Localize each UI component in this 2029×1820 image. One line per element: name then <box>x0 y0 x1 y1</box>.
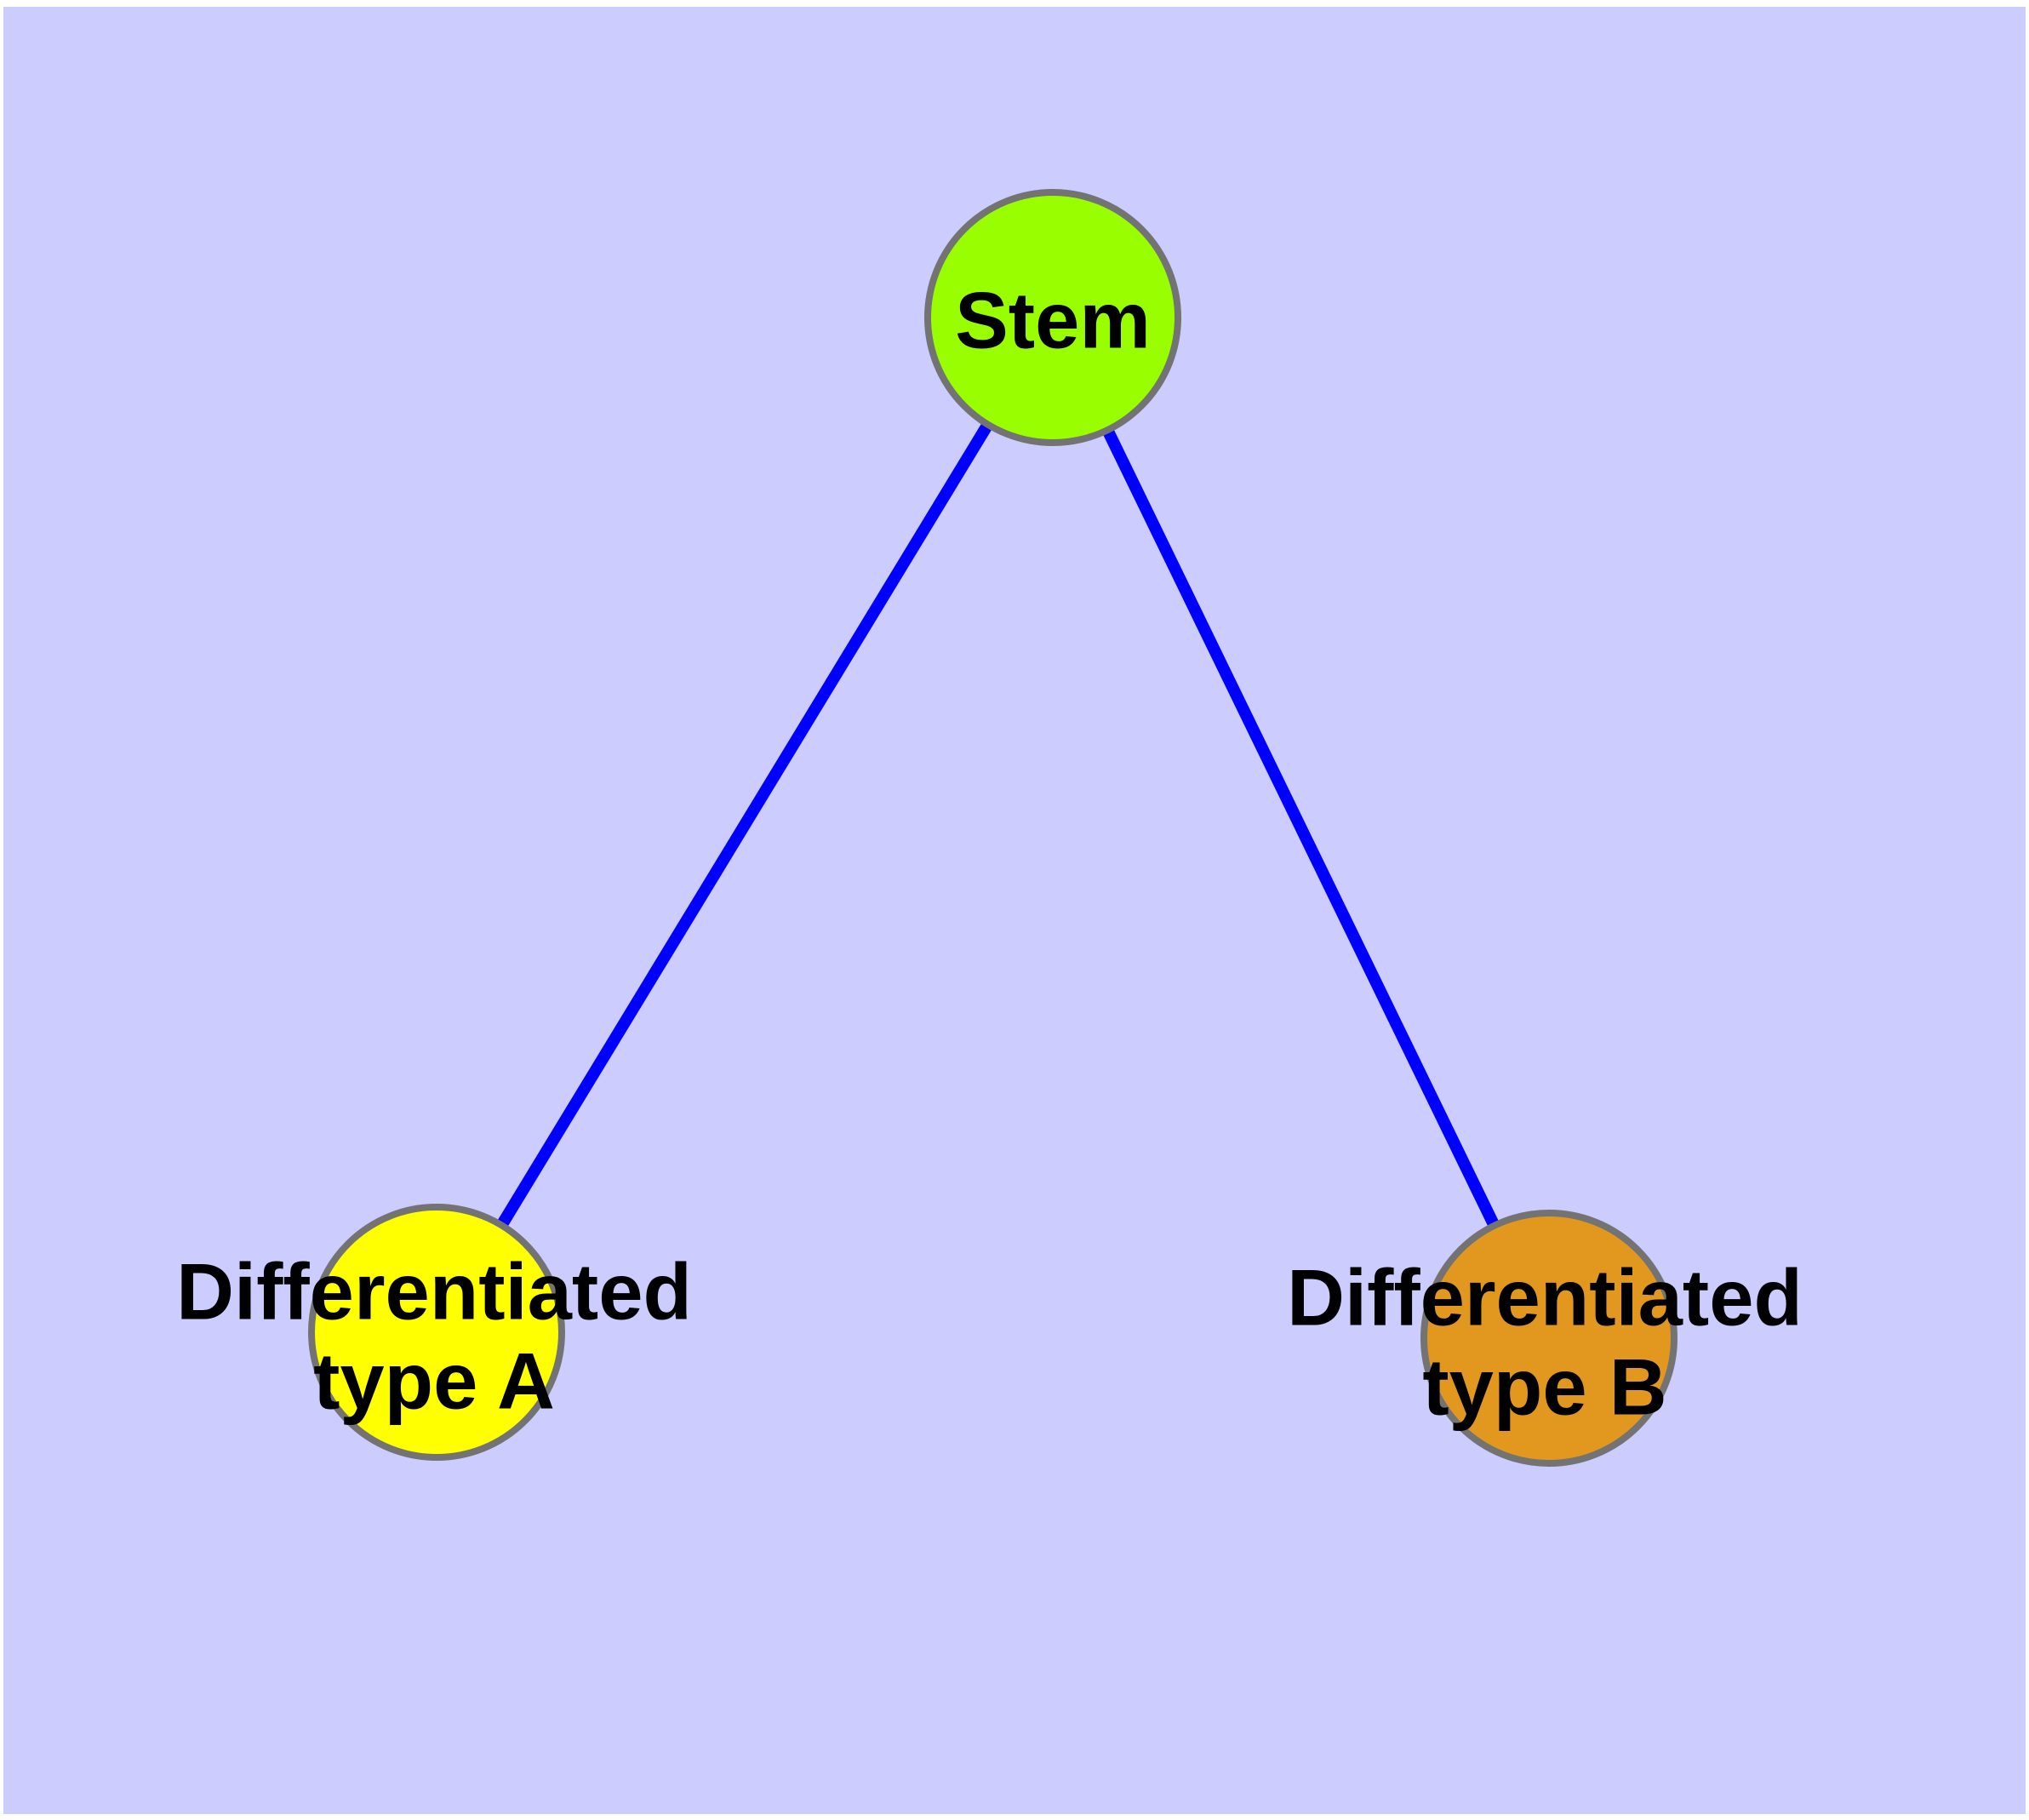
label-line-1: Differentiated <box>1287 1252 1803 1342</box>
label-line-1: Differentiated <box>176 1246 692 1336</box>
edge-stem-to-type-a <box>432 314 1058 1336</box>
node-stem-label: Stem <box>955 275 1151 365</box>
node-differentiated-type-a-label: Differentiated type A <box>176 1247 692 1427</box>
label-line-2: type A <box>313 1336 555 1426</box>
node-differentiated-type-b-circle <box>1420 1210 1677 1467</box>
label-line-2: type B <box>1422 1342 1667 1432</box>
edge-stem-to-type-b <box>1047 314 1555 1342</box>
node-stem-circle <box>924 189 1181 446</box>
node-differentiated-type-a-circle <box>308 1204 565 1461</box>
node-differentiated-type-b-label: Differentiated type B <box>1287 1253 1803 1433</box>
